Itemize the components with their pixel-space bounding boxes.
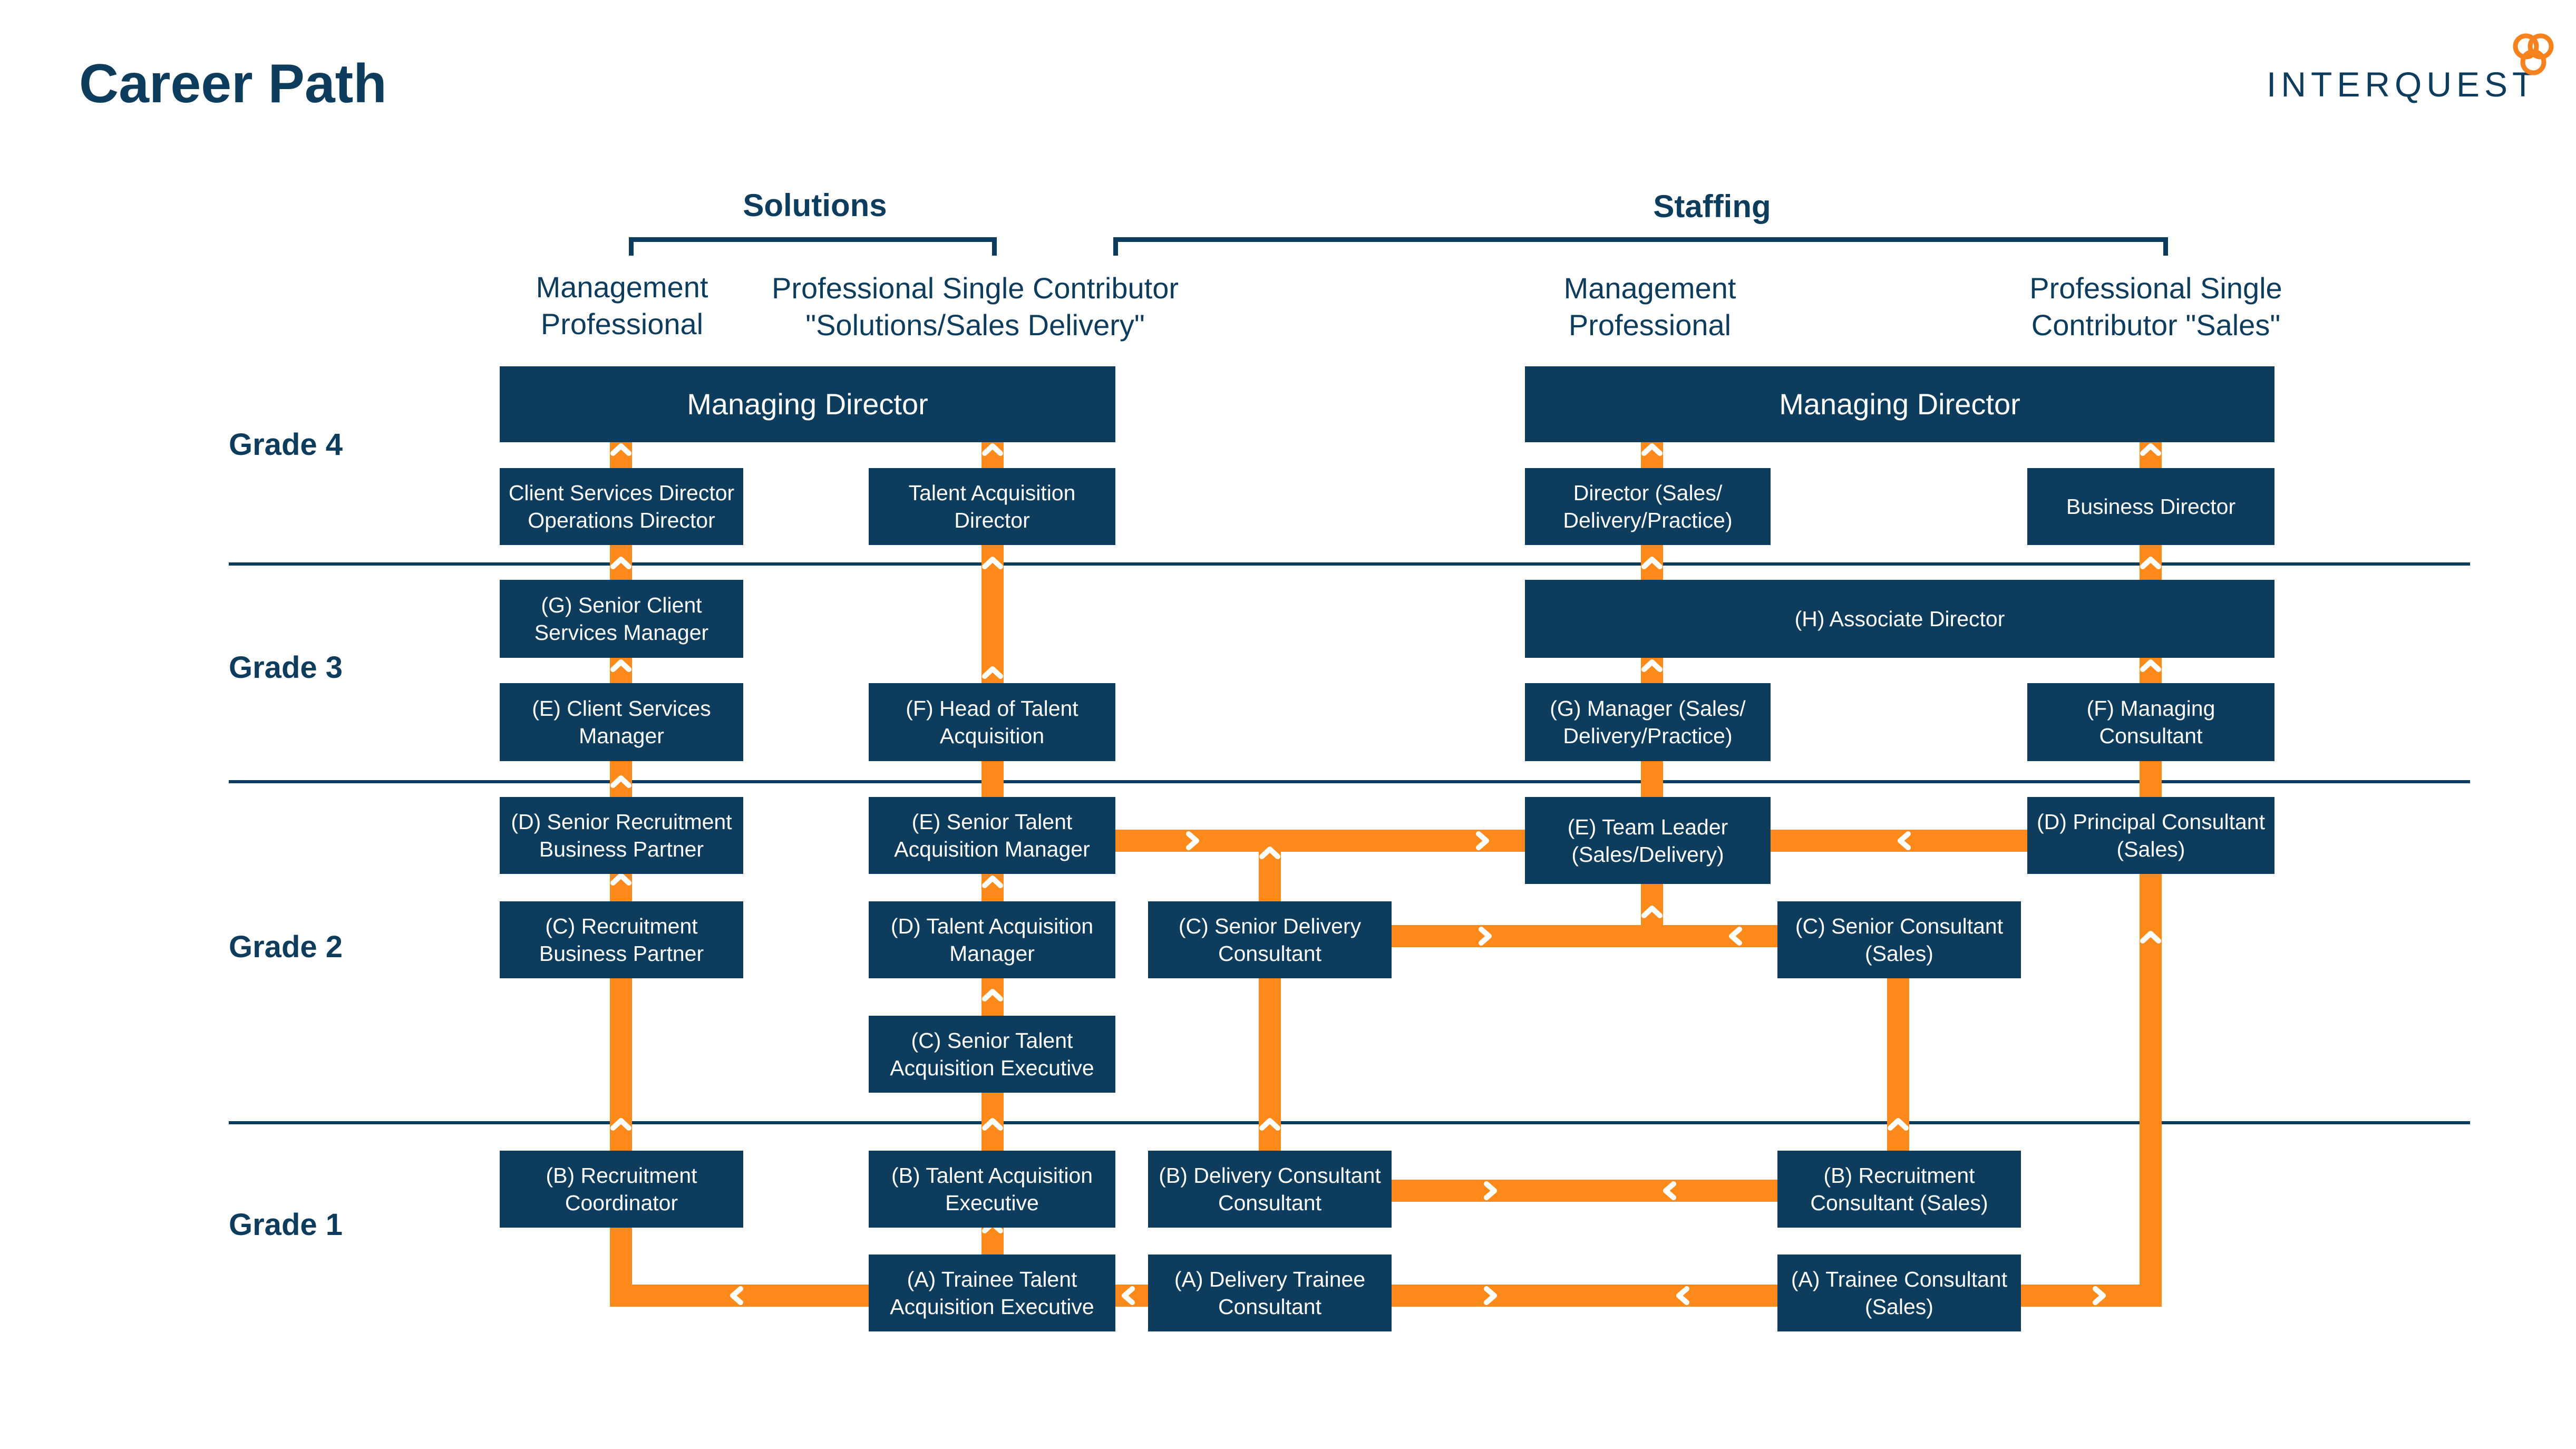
- bracket-staffing: [1113, 237, 2168, 256]
- arrow-up-icon: [610, 873, 631, 886]
- arrow-right-icon: [1484, 1286, 1497, 1305]
- arrow-up-icon: [610, 1118, 631, 1131]
- column-header-solutions-professional: Professional Single Contributor"Solution…: [772, 271, 1179, 342]
- role-associate-director: (H) Associate Director: [1525, 580, 2274, 658]
- role-trainee-consultant-sales: (A) Trainee Consultant(Sales): [1777, 1254, 2021, 1331]
- role-director-sales: Director (Sales/Delivery/Practice): [1525, 468, 1771, 545]
- arrow-left-icon: [1676, 1286, 1689, 1305]
- arrow-up-icon: [2140, 557, 2161, 569]
- arrow-up-icon: [982, 1118, 1003, 1131]
- grade-divider-2-1: [229, 1121, 2470, 1124]
- arrow-up-icon: [1641, 557, 1663, 569]
- arrow-up-icon: [610, 659, 631, 672]
- arrow-up-icon: [982, 876, 1003, 888]
- arrow-left-icon: [1122, 1286, 1135, 1305]
- arrow-up-icon: [610, 775, 631, 788]
- role-team-leader: (E) Team Leader(Sales/Delivery): [1525, 797, 1771, 884]
- arrow-up-icon: [1259, 847, 1280, 859]
- arrow-up-icon: [2140, 443, 2161, 456]
- arrow-left-icon: [1898, 831, 1911, 850]
- grade-divider-4-3: [229, 562, 2470, 566]
- arrow-up-icon: [1641, 906, 1663, 918]
- grade-divider-3-2: [229, 780, 2470, 783]
- role-principal-consultant: (D) Principal Consultant(Sales): [2027, 797, 2274, 874]
- logo-text: INTERQUEST: [2267, 65, 2539, 104]
- group-label-solutions: Solutions: [743, 188, 887, 223]
- role-business-director: Business Director: [2027, 468, 2274, 545]
- grade-label-4: Grade 4: [229, 427, 343, 462]
- bracket-solutions: [629, 237, 997, 256]
- role-managing-director-solutions: Managing Director: [500, 366, 1115, 442]
- arrow-right-icon: [1186, 831, 1199, 850]
- arrow-right-icon: [1476, 831, 1489, 850]
- interquest-logo: INTERQUEST: [2267, 32, 2562, 111]
- arrow-up-icon: [982, 989, 1003, 1001]
- logo-mark-icon: [2513, 33, 2554, 75]
- path-line: [1392, 1180, 1782, 1202]
- arrow-left-icon: [1663, 1181, 1676, 1200]
- arrow-up-icon: [1641, 443, 1663, 456]
- arrow-left-icon: [730, 1286, 743, 1305]
- path-line: [1392, 925, 1778, 947]
- role-manager-sales: (G) Manager (Sales/Delivery/Practice): [1525, 683, 1771, 761]
- grade-label-2: Grade 2: [229, 930, 343, 964]
- arrow-up-icon: [982, 666, 1003, 679]
- role-senior-consultant-sales: (C) Senior Consultant(Sales): [1777, 901, 2021, 978]
- arrow-right-icon: [1484, 1181, 1497, 1200]
- path-arrows: [610, 443, 2161, 1305]
- arrow-up-icon: [1259, 1118, 1280, 1131]
- role-managing-director-staffing: Managing Director: [1525, 366, 2274, 442]
- arrow-up-icon: [982, 557, 1003, 569]
- page-title: Career Path: [79, 53, 387, 114]
- arrow-up-icon: [2140, 931, 2161, 944]
- group-label-staffing: Staffing: [1653, 189, 1771, 224]
- arrow-right-icon: [2093, 1286, 2106, 1305]
- grade-label-1: Grade 1: [229, 1208, 343, 1242]
- grade-label-3: Grade 3: [229, 650, 343, 685]
- arrow-right-icon: [1479, 927, 1492, 946]
- arrow-up-icon: [1641, 659, 1663, 672]
- arrow-up-icon: [610, 443, 631, 456]
- arrow-up-icon: [610, 557, 631, 569]
- arrow-up-icon: [2140, 659, 2161, 672]
- arrow-left-icon: [1729, 927, 1742, 946]
- arrow-up-icon: [982, 443, 1003, 456]
- arrow-up-icon: [1888, 1118, 1909, 1131]
